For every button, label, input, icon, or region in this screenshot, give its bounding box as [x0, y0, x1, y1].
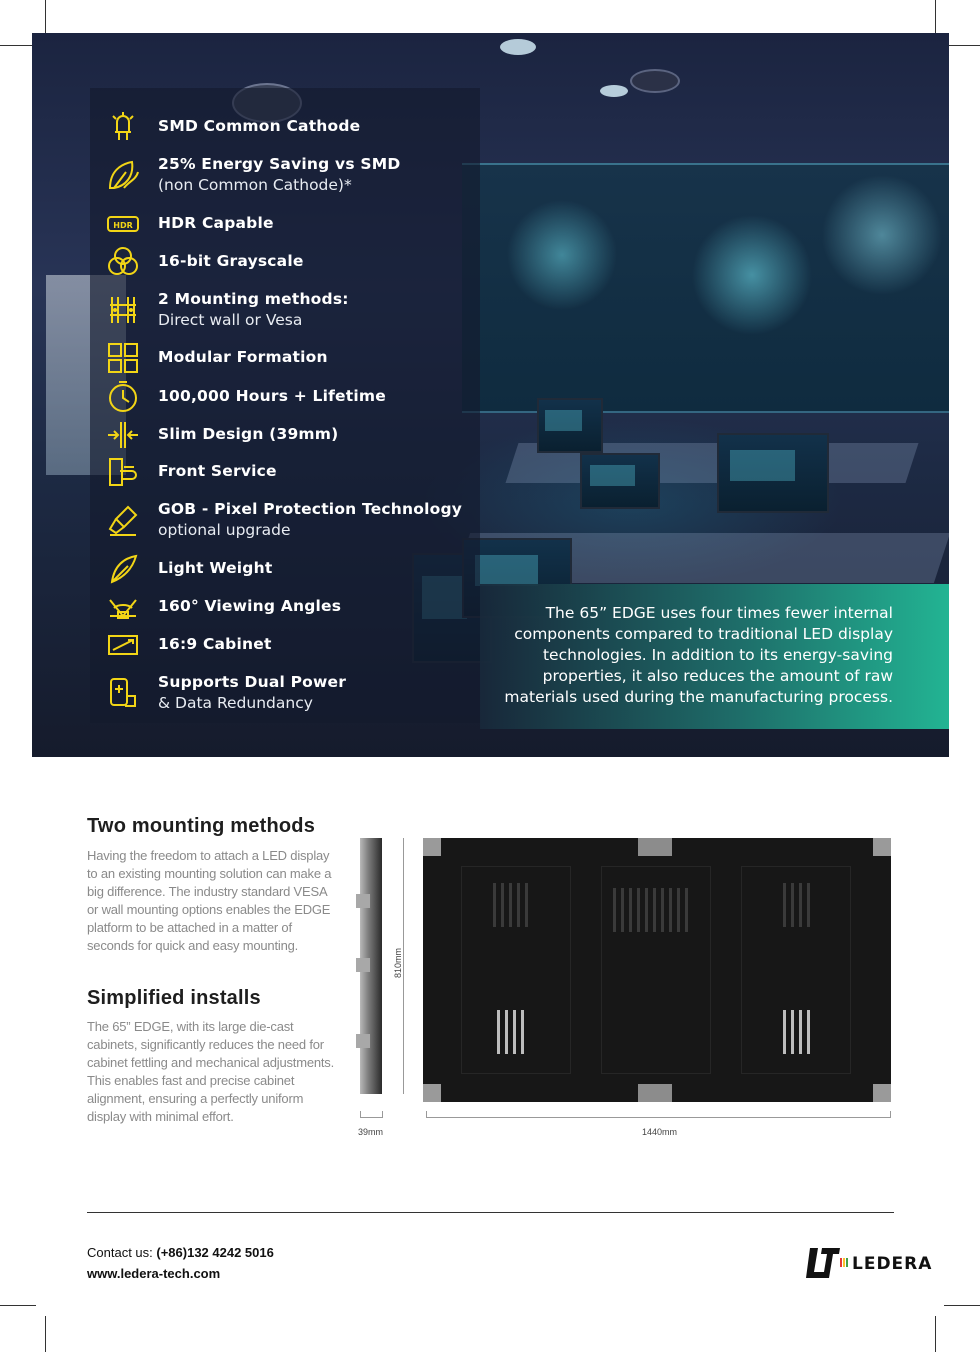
feature-title: 2 Mounting methods: — [158, 290, 349, 308]
crop-mark — [45, 0, 46, 36]
laptop — [580, 453, 660, 509]
crop-mark — [45, 1316, 46, 1352]
feature-title: Front Service — [158, 462, 277, 480]
feature-title: Supports Dual Power — [158, 673, 347, 691]
color-circles-icon — [105, 244, 141, 280]
crop-mark — [944, 1305, 980, 1306]
feature-title: SMD Common Cathode — [158, 117, 361, 135]
width-dimension-label: 1440mm — [642, 1127, 678, 1137]
feature-subtitle: & Data Redundancy — [158, 694, 313, 712]
hand-service-icon — [105, 454, 141, 490]
highlight-text: The 65” EDGE uses four times fewer inter… — [504, 604, 893, 706]
feature-panel — [90, 88, 480, 723]
cabinet-dimension-diagram: 810mm — [355, 830, 900, 1150]
leaf-icon — [105, 157, 141, 193]
cabinet-side-profile — [356, 838, 382, 1094]
dual-power-icon — [105, 675, 141, 711]
clock-icon — [105, 379, 141, 415]
crop-mark — [0, 45, 36, 46]
contact-phone[interactable]: (+86)132 4242 5016 — [156, 1245, 274, 1260]
feature-subtitle: (non Common Cathode)* — [158, 176, 352, 194]
ceiling-light — [600, 85, 628, 97]
cabinet-back-view — [423, 838, 891, 1102]
feature-title: HDR Capable — [158, 214, 274, 232]
laptop — [717, 433, 829, 513]
section-body-mounting: Having the freedom to attach a LED displ… — [87, 848, 332, 953]
ledera-logo-mark-icon — [806, 1248, 848, 1278]
viewing-angle-icon — [105, 589, 141, 625]
logo-wordmark: LEDERA — [852, 1254, 933, 1274]
crop-mark — [935, 0, 936, 36]
cabinet-ratio-icon — [105, 627, 141, 663]
section-heading-mounting: Two mounting methods — [87, 815, 316, 837]
feature-title: GOB - Pixel Protection Technology — [158, 500, 463, 518]
crop-mark — [944, 45, 980, 46]
ceiling-light — [630, 69, 680, 93]
feature-title: 16-bit Grayscale — [158, 252, 304, 270]
website-link[interactable]: www.ledera-tech.com — [87, 1266, 221, 1281]
feature-title: Slim Design (39mm) — [158, 425, 339, 443]
ledera-logo: LEDERA — [806, 1244, 936, 1284]
hdr-icon: HDR — [105, 206, 141, 242]
laptop — [537, 398, 603, 453]
feature-subtitle: optional upgrade — [158, 521, 291, 539]
feature-title: 100,000 Hours + Lifetime — [158, 387, 386, 405]
hero-classroom-image: The 65” EDGE uses four times fewer inter… — [32, 33, 949, 757]
depth-dimension-line — [360, 1117, 382, 1118]
feature-title: 160° Viewing Angles — [158, 597, 342, 615]
height-dimension-label: 810mm — [393, 947, 404, 979]
feature-title: 25% Energy Saving vs SMD — [158, 155, 401, 173]
modules-grid-icon — [105, 340, 141, 376]
feature-title: Modular Formation — [158, 348, 328, 366]
section-body-installs: The 65” EDGE, with its large die-cast ca… — [87, 1019, 335, 1124]
highlight-box: The 65” EDGE uses four times fewer inter… — [480, 584, 949, 729]
contact-label: Contact us: — [87, 1245, 153, 1260]
ceiling-light — [500, 39, 536, 55]
svg-text:HDR: HDR — [113, 221, 133, 230]
section-heading-installs: Simplified installs — [87, 987, 261, 1009]
brush-protection-icon — [105, 502, 141, 538]
slim-arrows-icon — [105, 417, 141, 453]
crop-mark — [0, 1305, 36, 1306]
crop-mark — [935, 1316, 936, 1352]
contact-line: Contact us: (+86)132 4242 5016 — [87, 1245, 274, 1260]
feature-title: 16:9 Cabinet — [158, 635, 272, 653]
led-diode-icon — [105, 109, 141, 145]
footer-divider — [87, 1212, 894, 1213]
feather-icon — [105, 551, 141, 587]
depth-dimension-label: 39mm — [358, 1127, 384, 1137]
feature-title: Light Weight — [158, 559, 273, 577]
width-dimension-line — [426, 1117, 891, 1118]
feature-subtitle: Direct wall or Vesa — [158, 311, 303, 329]
height-dimension-line — [403, 838, 404, 1094]
wall-led-display — [462, 163, 949, 413]
mounting-bracket-icon — [105, 292, 141, 328]
